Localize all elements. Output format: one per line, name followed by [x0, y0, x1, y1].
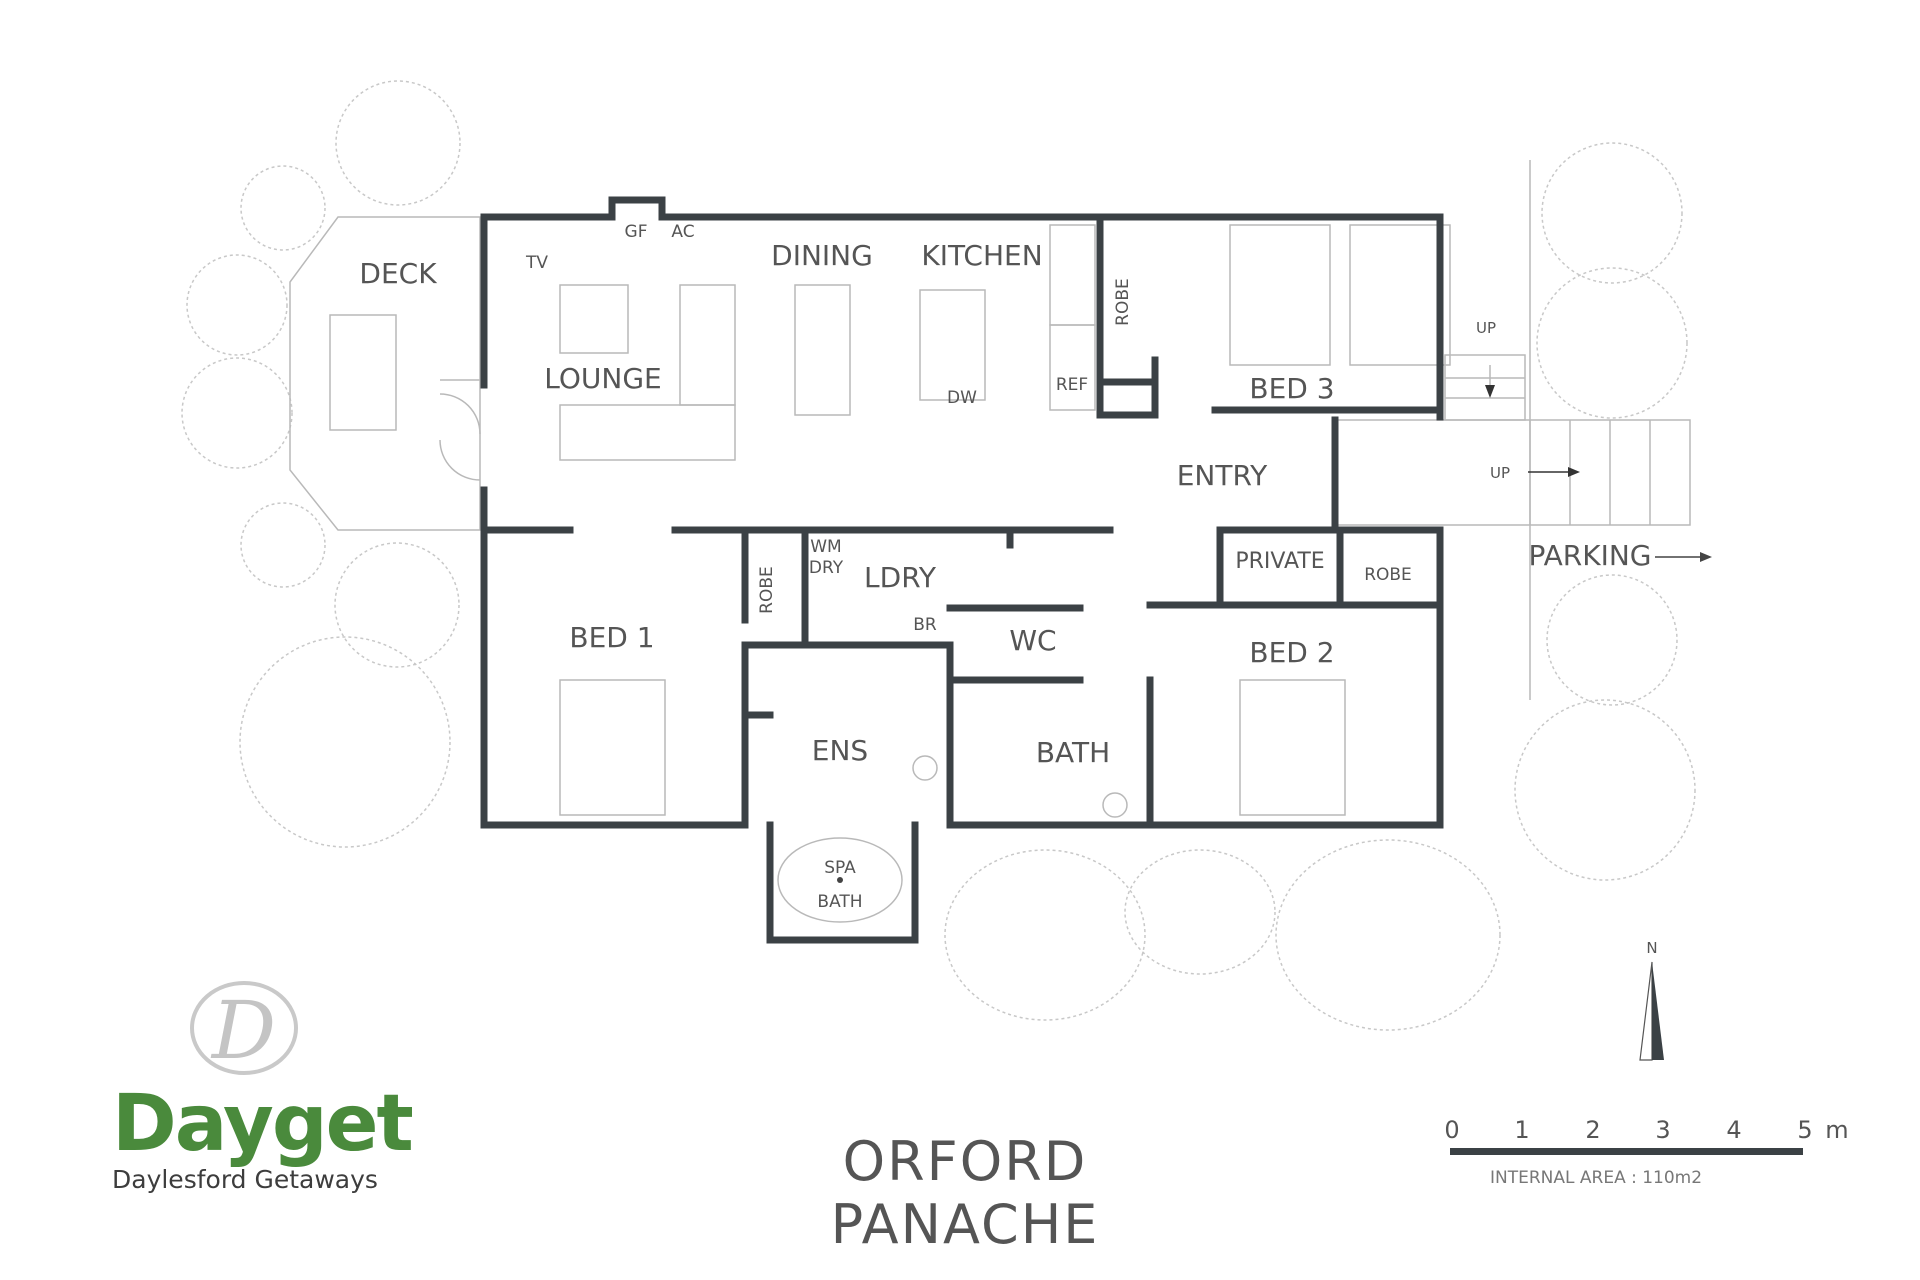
fixture-label-dw: DW: [947, 388, 977, 408]
scale-unit: m: [1825, 1116, 1848, 1144]
scale-tick-1: 1: [1514, 1116, 1529, 1144]
deck-area: [289, 216, 481, 531]
brand-block: Dayget Daylesford Getaways: [112, 1079, 414, 1194]
brand-name: Dayget: [112, 1079, 414, 1169]
landscape-trees: [181, 80, 1696, 1031]
scale-tick-5: 5: [1797, 1116, 1812, 1144]
room-label-deck: DECK: [359, 257, 437, 290]
scale-tick-2: 2: [1585, 1116, 1600, 1144]
fixture-label-spa: SPA: [824, 858, 856, 878]
fixture-label-ac: AC: [671, 222, 694, 242]
room-label-dining: DINING: [771, 239, 873, 272]
fixture-label-robe-bed1: ROBE: [757, 566, 777, 614]
room-label-ens: ENS: [812, 734, 868, 767]
room-label-bed1: BED 1: [569, 621, 654, 654]
fixture-label-robe-bed3: ROBE: [1113, 278, 1133, 326]
north-arrow-icon: N: [1639, 939, 1664, 1061]
fixture-label-gf: GF: [625, 222, 648, 242]
fixture-label-robe-bed2: ROBE: [1364, 565, 1412, 585]
logo-emblem: D: [190, 981, 298, 1077]
room-label-private: PRIVATE: [1235, 549, 1324, 574]
room-label-bed2: BED 2: [1249, 636, 1334, 669]
room-label-entry: ENTRY: [1177, 459, 1268, 492]
front-steps: [1334, 354, 1691, 526]
fixture-label-wm: WM: [810, 537, 841, 557]
brand-tagline: Daylesford Getaways: [112, 1165, 378, 1194]
room-label-kitchen: KITCHEN: [921, 239, 1042, 272]
room-label-wc: WC: [1009, 624, 1056, 657]
scale-bar: 0 1 2 3 4 5 m: [1444, 1116, 1849, 1155]
room-label-bath: BATH: [1036, 736, 1110, 769]
room-label-bed3: BED 3: [1249, 372, 1334, 405]
furniture: [559, 224, 1451, 923]
logo-letter: D: [210, 984, 276, 1077]
scale-tick-0: 0: [1444, 1116, 1459, 1144]
stair-label-up-1: UP: [1476, 319, 1496, 337]
fixture-label-dry: DRY: [809, 558, 844, 578]
fixture-label-spa-bath: BATH: [817, 892, 862, 912]
label-parking: PARKING: [1529, 539, 1652, 572]
north-label: N: [1646, 939, 1657, 957]
scale-tick-3: 3: [1655, 1116, 1670, 1144]
fixture-label-ref: REF: [1056, 375, 1088, 395]
room-label-ldry: LDRY: [864, 561, 937, 594]
walls: [480, 196, 1444, 944]
internal-area-note: INTERNAL AREA : 110m2: [1490, 1168, 1703, 1188]
fixture-label-br: BR: [913, 615, 937, 635]
scale-tick-4: 4: [1726, 1116, 1741, 1144]
plan-title: ORFORD PANACHE: [830, 1130, 1100, 1256]
fixture-label-tv: TV: [525, 253, 548, 273]
room-label-lounge: LOUNGE: [544, 362, 661, 395]
stair-label-up-2: UP: [1490, 464, 1510, 482]
